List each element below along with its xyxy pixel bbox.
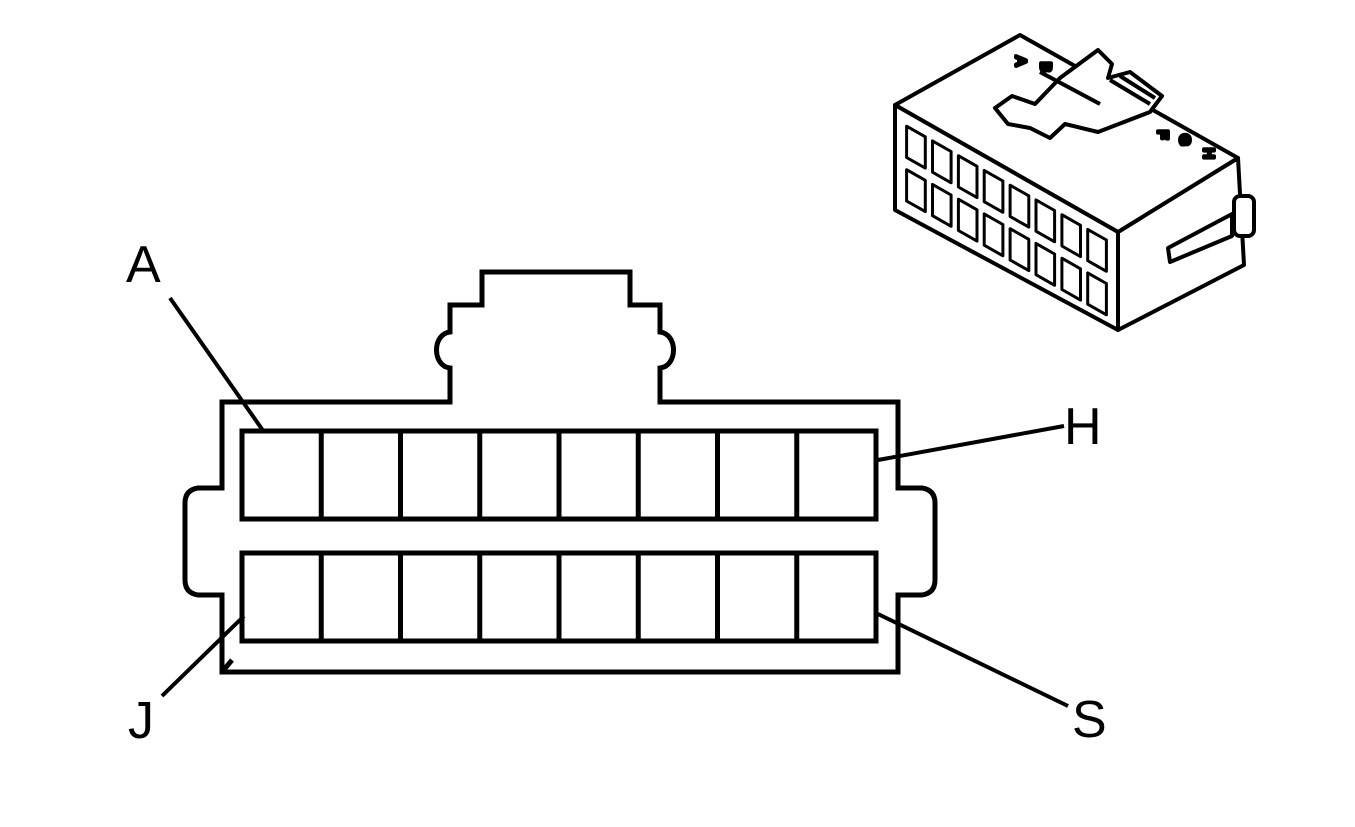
leader-a [168,296,266,434]
iso-letter-g: G [1176,134,1193,146]
housing-corner-tick-left [220,399,234,674]
callout-h: H [1064,398,1102,456]
connector-housing-outline [182,269,938,675]
iso-cavity [1060,256,1082,302]
iso-cavity [1008,183,1031,229]
iso-side-latch [1166,212,1234,264]
iso-cavity [1060,213,1082,259]
iso-cavity [982,168,1005,214]
iso-cavity [931,182,953,228]
connector-face-view [182,269,938,675]
iso-cavity [1008,227,1031,273]
callout-j: J [128,692,154,750]
iso-letter-a: A [1012,56,1029,66]
leader-s [877,612,1069,708]
iso-letter-b: B [1037,62,1054,72]
iso-cavity [1086,271,1108,317]
iso-cavity [905,124,927,170]
connector-isometric-view: A B F G H [893,33,1256,332]
callout-leaders [160,296,1069,708]
iso-cavity [982,212,1005,258]
iso-cavity [905,168,927,214]
leader-j [160,614,246,698]
iso-cavity [956,154,979,200]
iso-top-latch-ridge [1039,70,1157,106]
callout-s: S [1072,691,1107,749]
cavity-rows [239,428,879,644]
leader-h [877,424,1065,462]
iso-letter-h: H [1200,148,1217,159]
iso-cavity [1034,241,1057,287]
iso-cavity [956,197,979,243]
iso-side-clip [1232,194,1256,238]
iso-cavity [1086,227,1108,273]
iso-cavity [1034,198,1057,244]
iso-cavity-grid [905,124,1108,317]
iso-cavity [931,139,953,185]
iso-letter-f: F [1154,130,1171,139]
callout-a: A [126,236,161,294]
